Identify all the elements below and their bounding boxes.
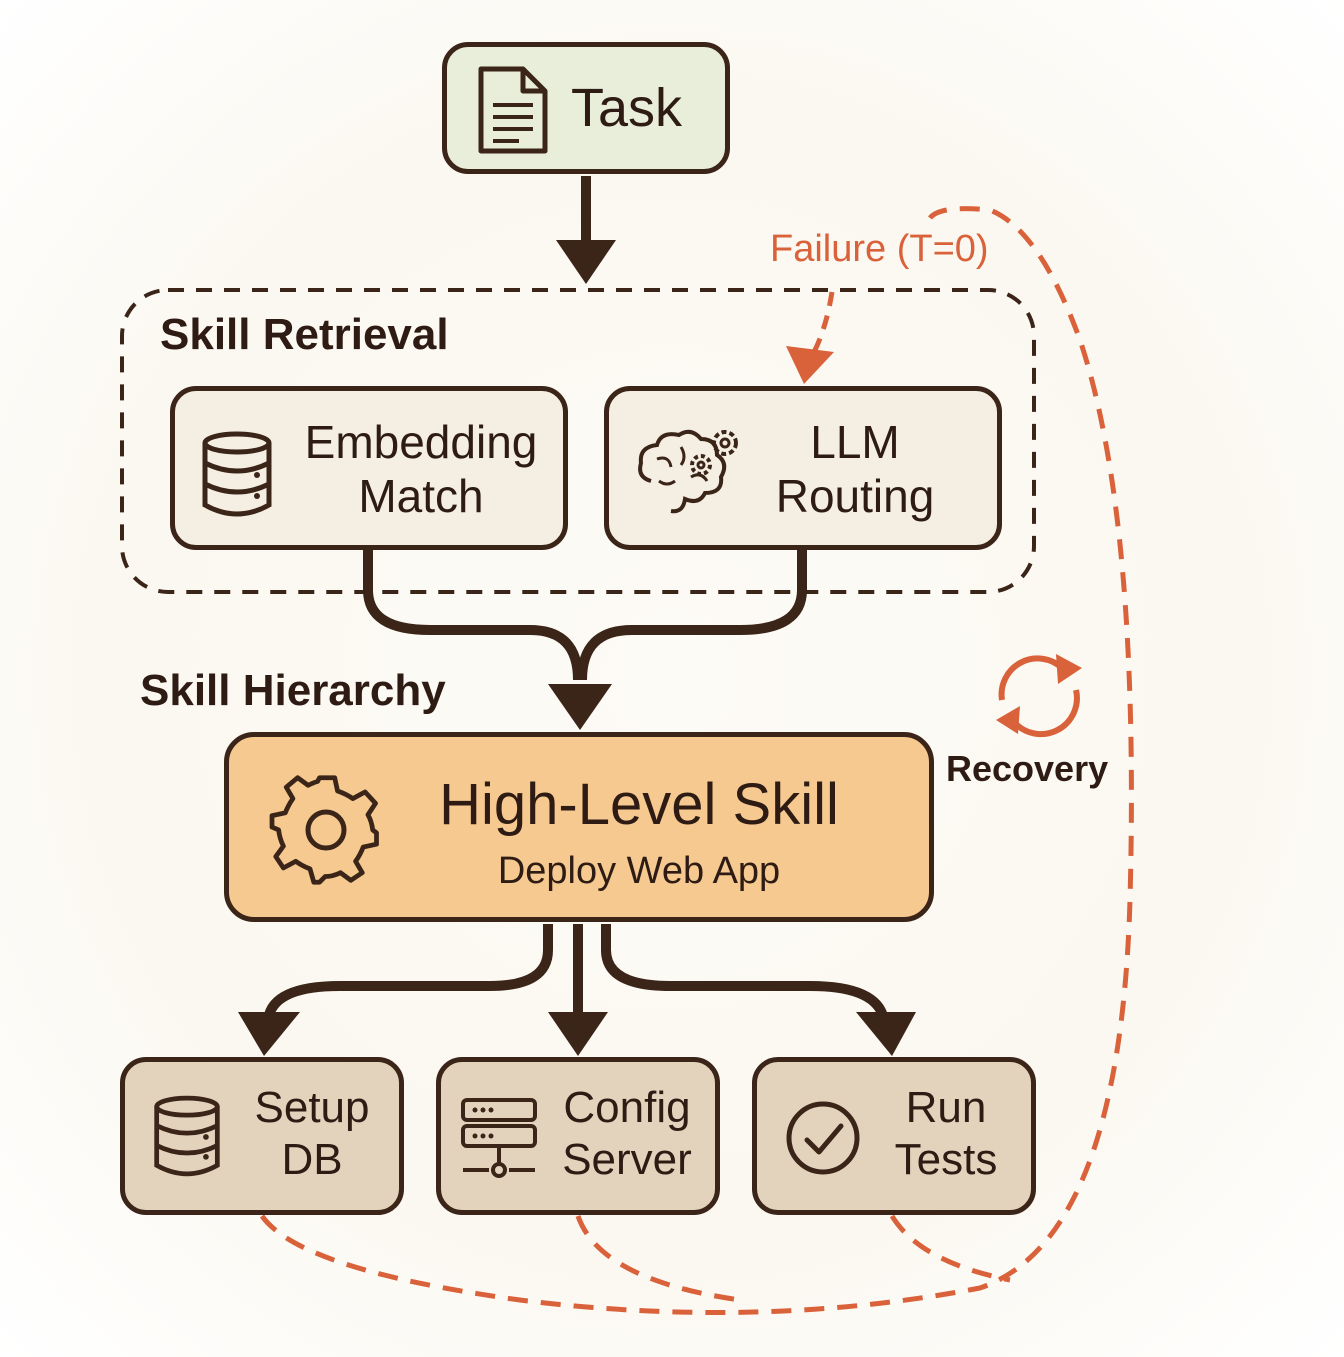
recovery-cycle-icon <box>998 655 1080 738</box>
config-server-node[interactable]: Config Server <box>436 1057 720 1215</box>
task-label: Task <box>571 78 683 138</box>
setup-db-line1: Setup <box>254 1083 370 1132</box>
skill-retrieval-title: Skill Retrieval <box>160 310 449 359</box>
recovery-arrowhead-bottom <box>996 706 1020 734</box>
config-server-line2: Server <box>562 1134 692 1184</box>
failure-return-path <box>259 206 1134 1315</box>
gear-icon <box>269 775 379 885</box>
task-node[interactable]: Task <box>442 42 730 174</box>
embedding-match-label: Embedding Match <box>285 415 557 524</box>
failure-arrowhead <box>786 346 834 384</box>
llm-routing-node[interactable]: LLM Routing <box>604 386 1002 550</box>
run-tests-label: Run Tests <box>873 1082 1019 1186</box>
recovery-label: Recovery <box>946 748 1109 789</box>
arrowhead-config <box>548 1012 608 1056</box>
failure-path-config <box>575 1215 741 1303</box>
arrow-skill-to-tests <box>601 924 889 1022</box>
high-level-skill-title: High-Level Skill <box>439 772 839 837</box>
run-tests-node[interactable]: Run Tests <box>752 1057 1036 1215</box>
embedding-match-node[interactable]: Embedding Match <box>170 386 568 550</box>
failure-path-tests <box>889 1214 1011 1283</box>
check-circle-icon <box>786 1101 860 1175</box>
arrow-skill-to-setup <box>263 924 553 1022</box>
config-server-label: Config Server <box>545 1082 709 1186</box>
config-server-line1: Config <box>563 1083 691 1132</box>
llm-routing-line1: LLM <box>810 416 900 468</box>
database-icon <box>202 431 272 517</box>
setup-db-node[interactable]: Setup DB <box>120 1057 404 1215</box>
failure-to-llm-path <box>809 291 835 358</box>
embedding-match-line2: Match <box>358 470 484 523</box>
brain-gears-icon <box>638 429 738 514</box>
database-icon <box>154 1095 220 1177</box>
arrowhead-task-to-retrieval <box>556 240 616 284</box>
high-level-skill-node[interactable]: High-Level Skill Deploy Web App <box>224 732 934 922</box>
arrowhead-into-skill <box>548 684 612 730</box>
skill-retrieval-group-frame <box>120 288 1036 594</box>
llm-routing-label: LLM Routing <box>749 415 961 524</box>
setup-db-label: Setup DB <box>237 1082 387 1186</box>
arrowhead-tests <box>856 1012 916 1056</box>
document-icon <box>478 66 548 154</box>
arrowhead-setup <box>238 1012 300 1056</box>
recovery-arrowhead-top <box>1056 654 1082 684</box>
skill-hierarchy-title: Skill Hierarchy <box>140 666 446 715</box>
high-level-skill-subtitle: Deploy Web App <box>497 850 781 892</box>
arrow-embedding-to-skill <box>363 550 583 681</box>
run-tests-line2: Tests <box>894 1134 998 1184</box>
embedding-match-line1: Embedding <box>304 416 538 468</box>
setup-db-line2: DB <box>281 1134 343 1184</box>
failure-label: Failure (T=0) <box>770 228 989 270</box>
run-tests-line1: Run <box>905 1083 987 1132</box>
arrow-llm-to-skill <box>577 550 807 681</box>
llm-routing-line2: Routing <box>775 470 935 523</box>
server-icon <box>461 1098 537 1178</box>
